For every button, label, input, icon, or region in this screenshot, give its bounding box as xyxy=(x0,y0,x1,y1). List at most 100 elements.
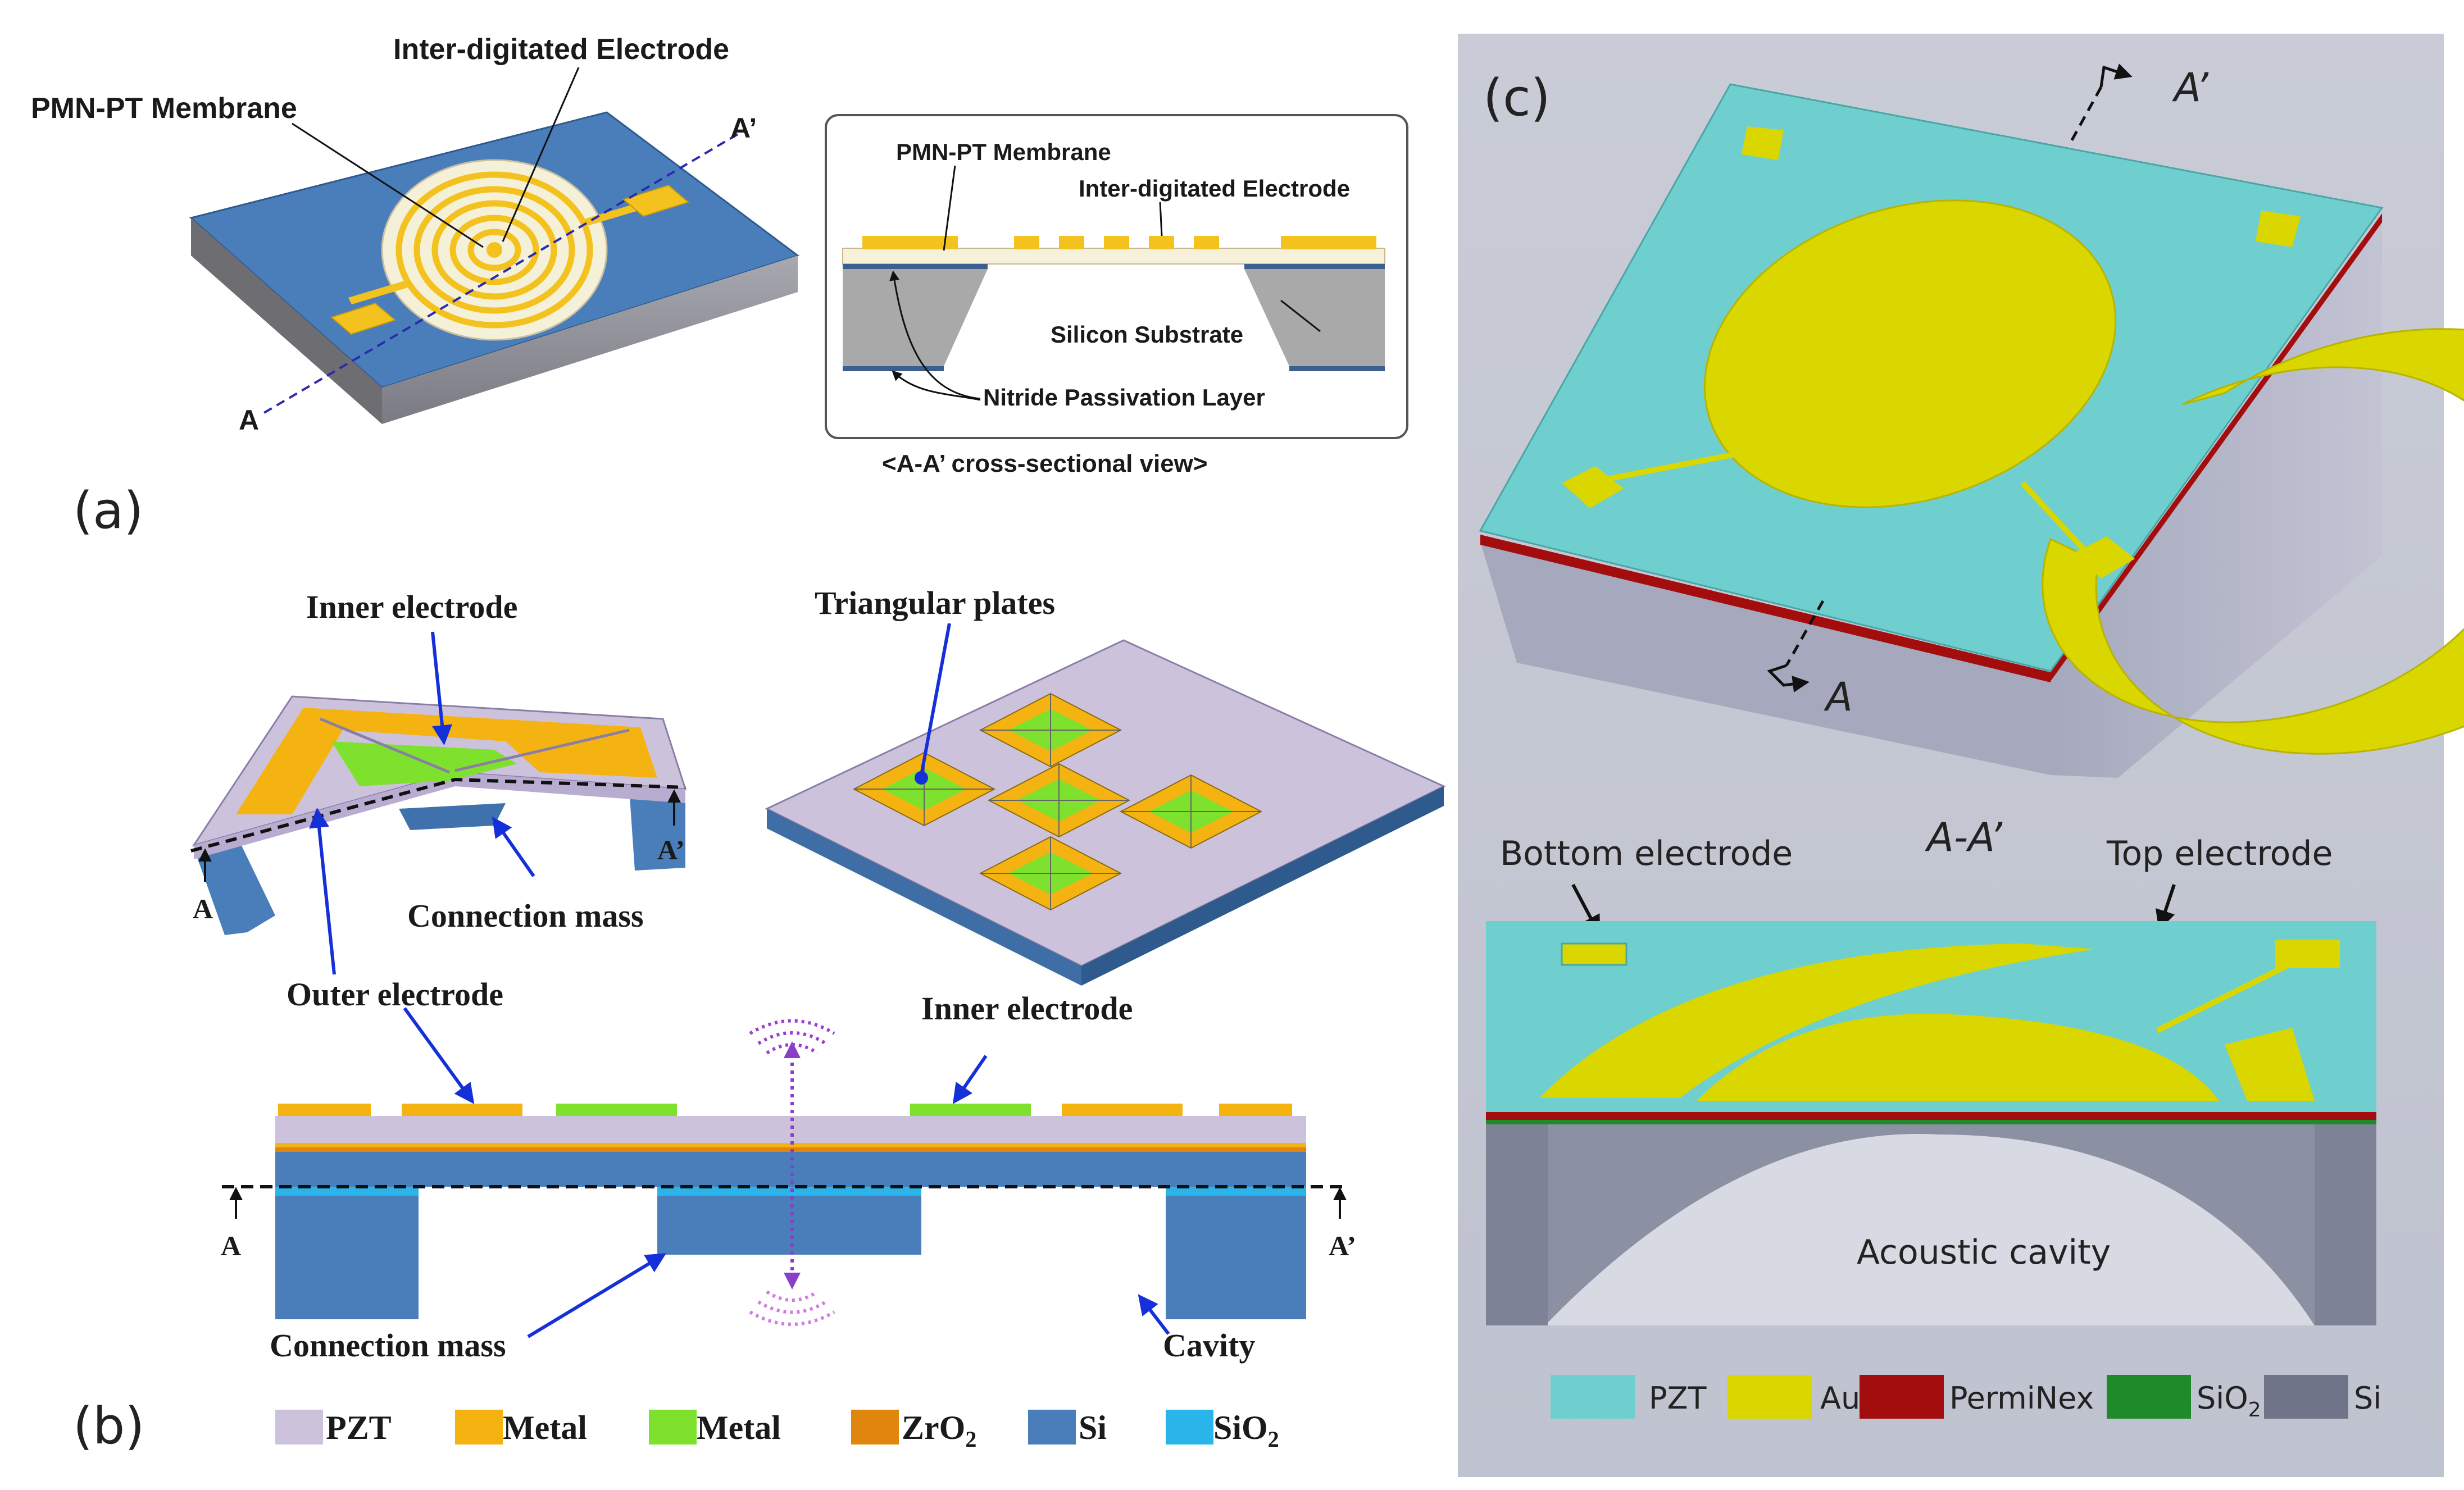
cs-nitride-bottom-left xyxy=(843,366,944,371)
legend-c-label-sio2: SiO2 xyxy=(2197,1380,2261,1421)
cs-label-membrane: PMN-PT Membrane xyxy=(896,139,1111,165)
cs-nitride-bottom-right xyxy=(1289,366,1385,371)
c3d-section-bottom xyxy=(1785,600,1825,667)
label-c-a-prime: A’ xyxy=(2172,65,2209,111)
cross-section-frame xyxy=(825,114,1408,439)
substrate-side-right xyxy=(382,256,798,424)
xs-electrodes xyxy=(278,1104,1292,1137)
label-pmn-pt-membrane: PMN-PT Membrane xyxy=(31,92,297,125)
cs-substrate-left xyxy=(843,269,988,366)
cs-label-substrate: Silicon Substrate xyxy=(1051,321,1243,348)
cutaway-wall-left xyxy=(194,834,275,935)
panel-c-legend: PZT Au PermiNex SiO2 Si xyxy=(1551,1375,2381,1421)
c3d-pad-br xyxy=(2073,536,2135,578)
cs-leader-nitride-1 xyxy=(889,270,981,400)
legend-b-label-zro2: ZrO2 xyxy=(902,1409,976,1452)
panel-b-letter: (b) xyxy=(73,1397,144,1456)
c3d-section-top xyxy=(2069,86,2103,144)
xs-sio2-right xyxy=(1166,1187,1306,1196)
arrow-inner-electrode-mid xyxy=(952,1055,988,1104)
cutaway-section-line xyxy=(190,777,686,853)
label-inner-electrode-top: Inner electrode xyxy=(306,589,517,625)
section-line-a-a xyxy=(263,131,743,414)
label-c-a: A xyxy=(1824,674,1853,720)
cxs-bottom-pad xyxy=(1561,942,1627,966)
c3d-perminex-right xyxy=(2051,213,2382,681)
c3d-arrow-a xyxy=(1767,664,1810,692)
label-outer-electrode: Outer electrode xyxy=(287,976,503,1013)
label-axis-a-end: A’ xyxy=(730,112,757,144)
label-acoustic-cavity: Acoustic cavity xyxy=(1857,1233,2111,1272)
xs-sio2-left xyxy=(275,1187,419,1196)
legend-c-label-pzt: PZT xyxy=(1649,1380,1707,1416)
legend-b-swatch-metal-1 xyxy=(455,1410,503,1445)
cs-label-electrode: Inter-digitated Electrode xyxy=(1079,175,1350,202)
legend-b-swatch-si xyxy=(1028,1410,1076,1445)
arrow-inner-electrode-top xyxy=(431,631,452,746)
panel-b-cutaway-device: Inner electrode Connection mass A A’ xyxy=(190,589,687,975)
label-c-section: A-A’ xyxy=(1925,814,2003,860)
cutaway-mass xyxy=(399,803,506,830)
panel-a: PMN-PT Membrane Inter-digitated Electrod… xyxy=(31,33,1408,540)
legend-c-label-au: Au xyxy=(1820,1380,1860,1416)
interdigitated-rings xyxy=(395,171,593,329)
c3d-pad-bl xyxy=(1562,466,1624,508)
cxs-top-pad xyxy=(2275,940,2340,968)
c3d-arrow-a-prime xyxy=(2099,63,2133,88)
cxs-perminex xyxy=(1486,1112,2376,1120)
label-a-left-bottom: A xyxy=(221,1230,241,1261)
label-axis-a-start: A xyxy=(239,404,259,436)
panel-c-3d-device: A’ A xyxy=(1479,63,2464,778)
arrow-cavity xyxy=(1138,1294,1170,1335)
cs-membrane xyxy=(842,248,1385,265)
legend-b-label-metal-2: Metal xyxy=(697,1409,781,1446)
c3d-trace-right xyxy=(2020,481,2092,558)
cs-leader-electrode xyxy=(1159,202,1163,236)
legend-b-swatch-zro2 xyxy=(851,1410,899,1445)
legend-b-label-si: Si xyxy=(1079,1409,1107,1446)
c3d-perminex-left xyxy=(1480,535,2051,682)
cs-nitride-top-left xyxy=(843,264,988,269)
xs-wave-top xyxy=(749,1019,835,1055)
cs-leader-substrate xyxy=(1280,299,1321,332)
cs-caption: <A-A’ cross-sectional view> xyxy=(882,450,1208,477)
legend-c-swatch-sio2 xyxy=(2107,1375,2191,1419)
cxs-top-trace xyxy=(2156,963,2288,1033)
pad-right xyxy=(622,184,690,217)
legend-c-label-si: Si xyxy=(2354,1380,2381,1416)
cxs-sio2 xyxy=(1486,1120,2376,1124)
cutaway-trace-1 xyxy=(320,717,450,774)
panel-c-cross-section: Acoustic cavity xyxy=(1486,921,2376,1325)
arrow-top-electrode xyxy=(2156,884,2176,931)
arrow-connection-mass-top xyxy=(492,817,535,877)
cs-electrodes xyxy=(862,236,1376,249)
cutaway-trace-2 xyxy=(454,728,630,772)
legend-b-label-pzt: PZT xyxy=(326,1409,392,1446)
label-cavity: Cavity xyxy=(1163,1327,1255,1364)
electrode-center xyxy=(487,242,502,258)
legend-c-swatch-au xyxy=(1727,1375,1812,1419)
label-connection-mass-bottom: Connection mass xyxy=(270,1327,506,1364)
triangular-plates-dot xyxy=(915,771,928,785)
xs-si-wall-right xyxy=(1166,1196,1306,1319)
label-a-left-top: A xyxy=(193,893,213,924)
label-triangular-plates: Triangular plates xyxy=(815,585,1055,621)
legend-b-swatch-pzt xyxy=(275,1410,323,1445)
cutaway-pzt-front xyxy=(194,772,685,859)
arrow-outer-electrode xyxy=(403,1007,475,1104)
feed-line-left xyxy=(348,281,408,304)
panel-b-cross-section: Outer electrode Inner electrode Connecti… xyxy=(221,976,1356,1364)
cutaway-outer-electrode xyxy=(236,708,657,814)
array-unit-cells xyxy=(852,692,1263,911)
label-inner-electrode-mid: Inner electrode xyxy=(921,990,1133,1027)
cxs-outer-au-arc xyxy=(1539,944,2095,1098)
panel-a-letter: (a) xyxy=(73,481,143,540)
legend-b-swatch-metal-2 xyxy=(649,1410,697,1445)
panel-c: (c) A’ A xyxy=(1458,34,2464,1477)
label-a-right-bottom: A’ xyxy=(1329,1230,1356,1261)
cxs-right-pad-wedge xyxy=(2225,1028,2315,1101)
cs-substrate-right xyxy=(1244,269,1385,366)
legend-b-label-sio2: SiO2 xyxy=(1213,1409,1279,1452)
xs-si-wall-left xyxy=(275,1196,419,1319)
